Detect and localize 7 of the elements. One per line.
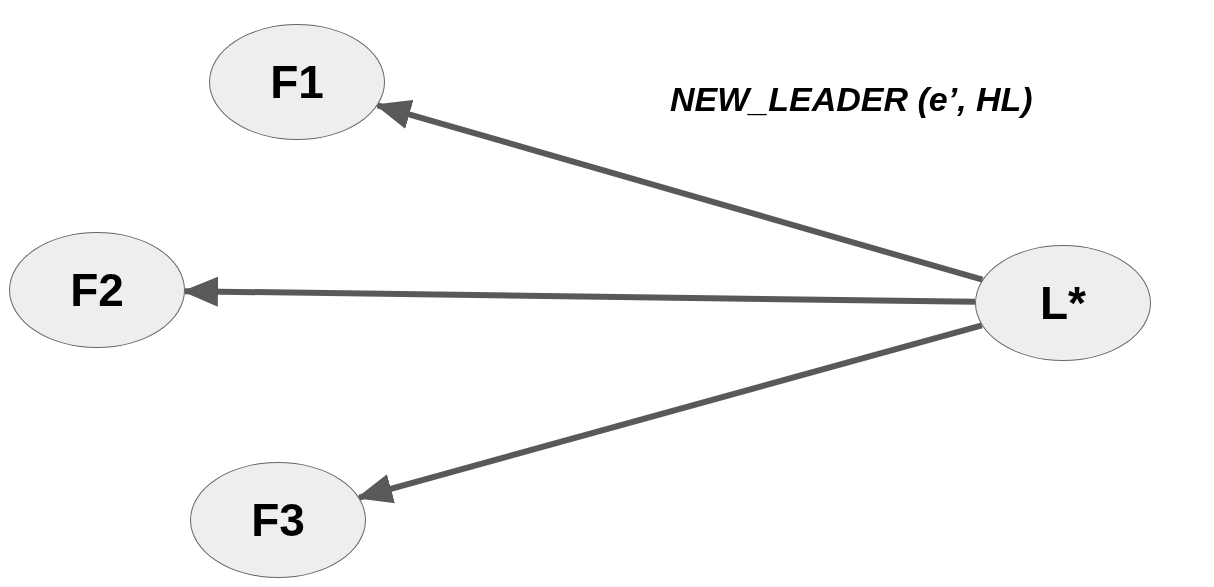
annotation-text: NEW_LEADER (e’, HL) <box>670 80 1033 119</box>
arrow <box>356 322 983 504</box>
node-label: L* <box>1040 276 1086 330</box>
arrow <box>374 100 984 283</box>
node-label: F3 <box>251 493 305 547</box>
node-label: F1 <box>270 55 324 109</box>
node-label: F2 <box>70 263 124 317</box>
